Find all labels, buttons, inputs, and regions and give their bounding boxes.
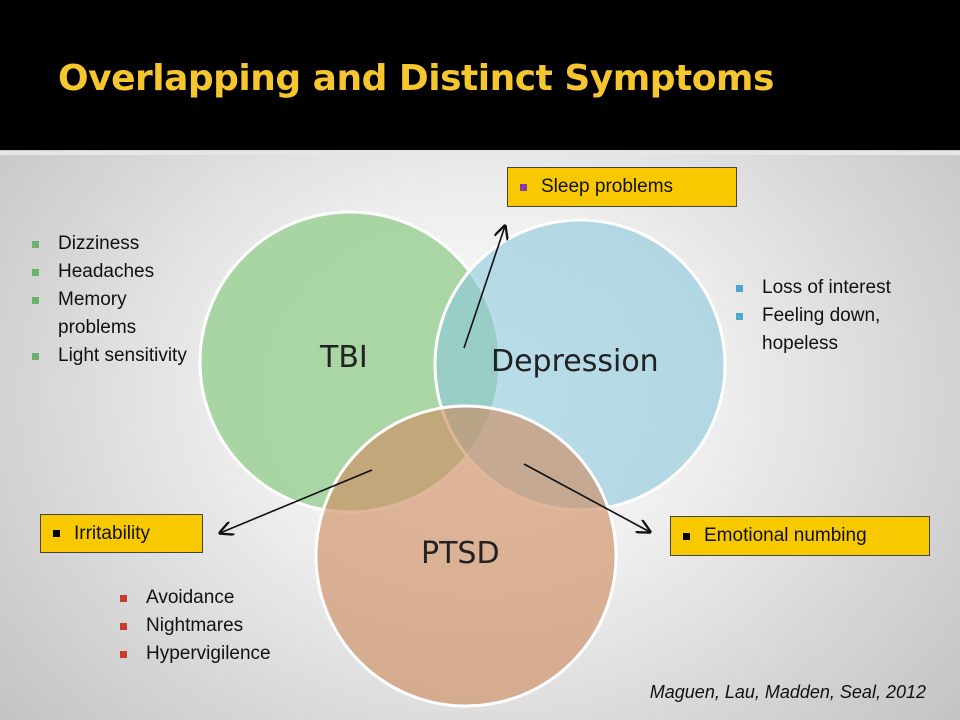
tbi-symptom-list: Dizziness Headaches Memory problems Ligh…	[30, 230, 210, 370]
list-item: Loss of interest	[734, 274, 944, 302]
arrow-irritability	[220, 469, 373, 533]
citation: Maguen, Lau, Madden, Seal, 2012	[649, 682, 926, 702]
list-item: Light sensitivity	[30, 342, 210, 370]
bullet-marker	[520, 183, 527, 191]
bullet-marker	[683, 532, 690, 540]
list-item: Headaches	[30, 258, 210, 286]
callout-label: Emotional numbing	[704, 525, 867, 546]
emotional-numbing-callout: Emotional numbing	[670, 516, 930, 556]
callout-label: Irritability	[74, 522, 151, 544]
title-separator	[0, 151, 960, 155]
title-bar	[0, 0, 960, 150]
arrow-sleep	[463, 226, 505, 349]
depression-symptom-list: Loss of interest Feeling down, hopeless	[734, 274, 944, 358]
list-item: Feeling down, hopeless	[734, 302, 944, 358]
list-item: Avoidance	[118, 584, 318, 612]
page-title: Overlapping and Distinct Symptoms	[58, 58, 774, 99]
bullet-marker	[53, 530, 60, 537]
depression-label: Depression	[491, 344, 659, 379]
list-item: Memory problems	[30, 286, 210, 342]
ptsd-circle	[314, 404, 618, 708]
list-item: Hypervigilence	[118, 640, 318, 668]
tbi-label: TBI	[320, 340, 368, 375]
irritability-callout: Irritability	[40, 514, 203, 553]
list-item: Nightmares	[118, 612, 318, 640]
list-item: Dizziness	[30, 230, 210, 258]
arrow-numbing	[523, 463, 650, 532]
ptsd-label: PTSD	[421, 536, 500, 571]
sleep-problems-callout: Sleep problems	[507, 167, 737, 207]
ptsd-symptom-list: Avoidance Nightmares Hypervigilence	[118, 584, 318, 668]
callout-label: Sleep problems	[541, 176, 674, 197]
